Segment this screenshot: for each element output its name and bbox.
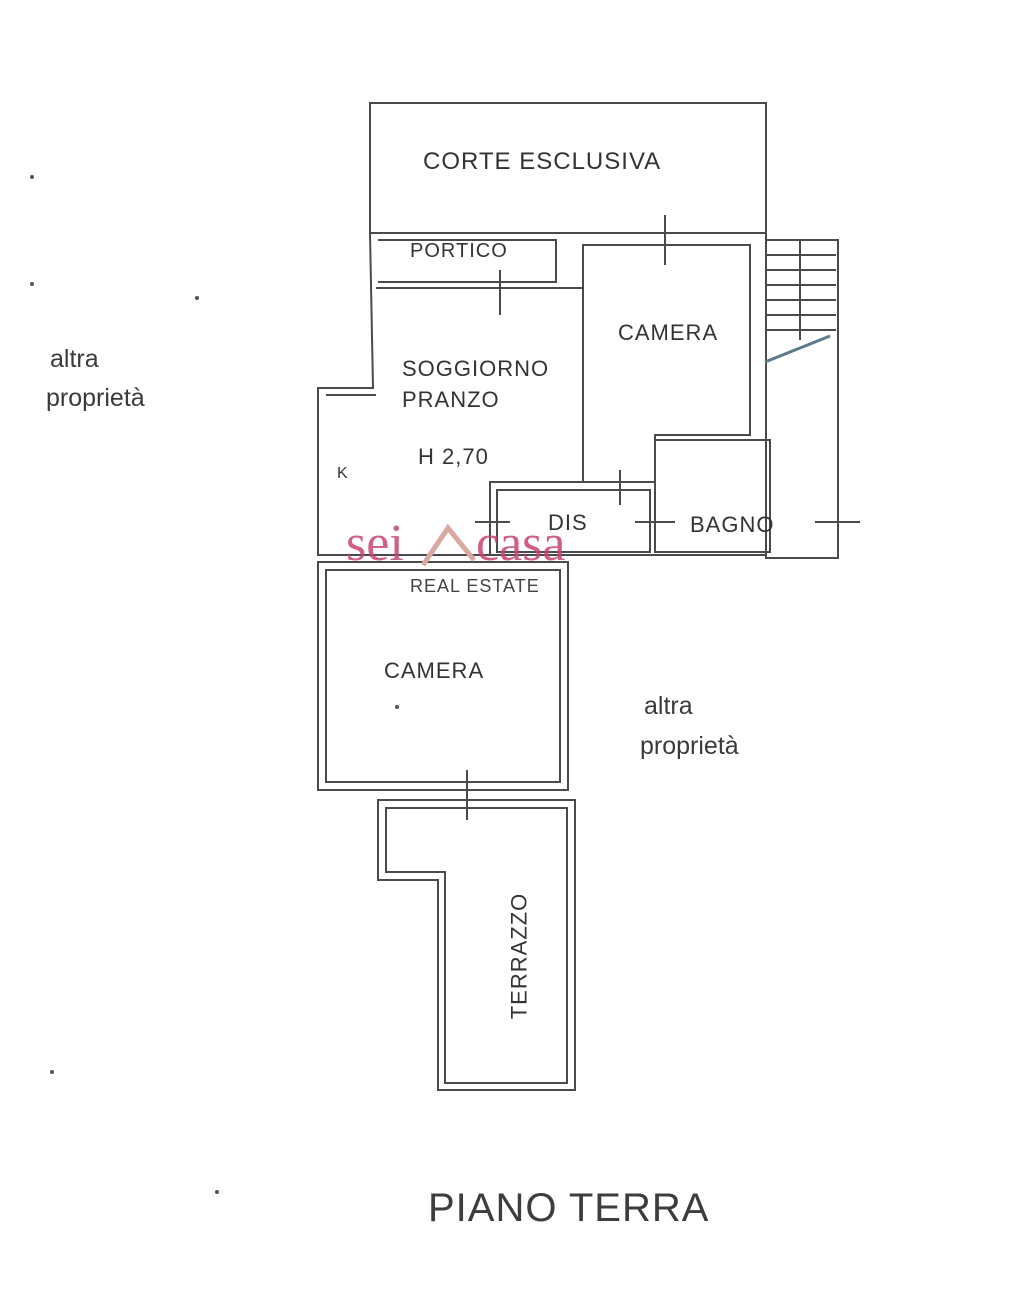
room-label-portico: PORTICO xyxy=(410,240,508,262)
neighbor-label-right-line1: altra xyxy=(644,692,693,720)
room-label-camera-top: CAMERA xyxy=(618,320,719,345)
room-label-soggiorno: SOGGIORNO xyxy=(402,356,550,381)
scan-speck xyxy=(30,175,34,179)
scan-speck xyxy=(195,296,199,300)
logo-text-sei: sei xyxy=(346,515,404,572)
room-label-terrazzo: TERRAZZO xyxy=(506,892,532,1020)
neighbor-label-left-line2: proprietà xyxy=(46,384,145,412)
room-label-corte-esclusiva: CORTE ESCLUSIVA xyxy=(423,148,662,175)
kitchen-mark: K xyxy=(337,465,349,482)
scan-speck xyxy=(50,1070,54,1074)
scan-speck xyxy=(30,282,34,286)
watermark-logo: sei casa REAL ESTATE xyxy=(346,518,616,598)
camera-bottom-wall xyxy=(317,561,569,791)
scan-speck xyxy=(215,1190,219,1194)
dis-wall xyxy=(496,489,651,553)
neighbor-label-right-line2: proprietà xyxy=(640,732,739,760)
room-label-pranzo: PRANZO xyxy=(402,387,500,412)
neighbor-label-left-line1: altra xyxy=(50,345,99,373)
room-label-dis: DIS xyxy=(548,510,588,535)
portico-wall xyxy=(378,239,557,283)
room-label-camera-bottom: CAMERA xyxy=(384,658,485,683)
room-height-label: H 2,70 xyxy=(418,444,489,469)
logo-text-casa: casa xyxy=(476,515,566,572)
logo-subtitle: REAL ESTATE xyxy=(410,576,540,596)
room-label-bagno: BAGNO xyxy=(690,512,775,537)
roof-icon xyxy=(420,523,476,567)
staircase-treads xyxy=(766,240,836,340)
terrazzo-wall xyxy=(377,799,576,1091)
upper-block-wall xyxy=(317,232,767,556)
camera-top-wall xyxy=(582,244,751,483)
floor-title: PIANO TERRA xyxy=(428,1186,710,1230)
scan-speck xyxy=(395,705,399,709)
bagno-wall xyxy=(654,439,771,553)
stair-wall xyxy=(765,239,839,559)
